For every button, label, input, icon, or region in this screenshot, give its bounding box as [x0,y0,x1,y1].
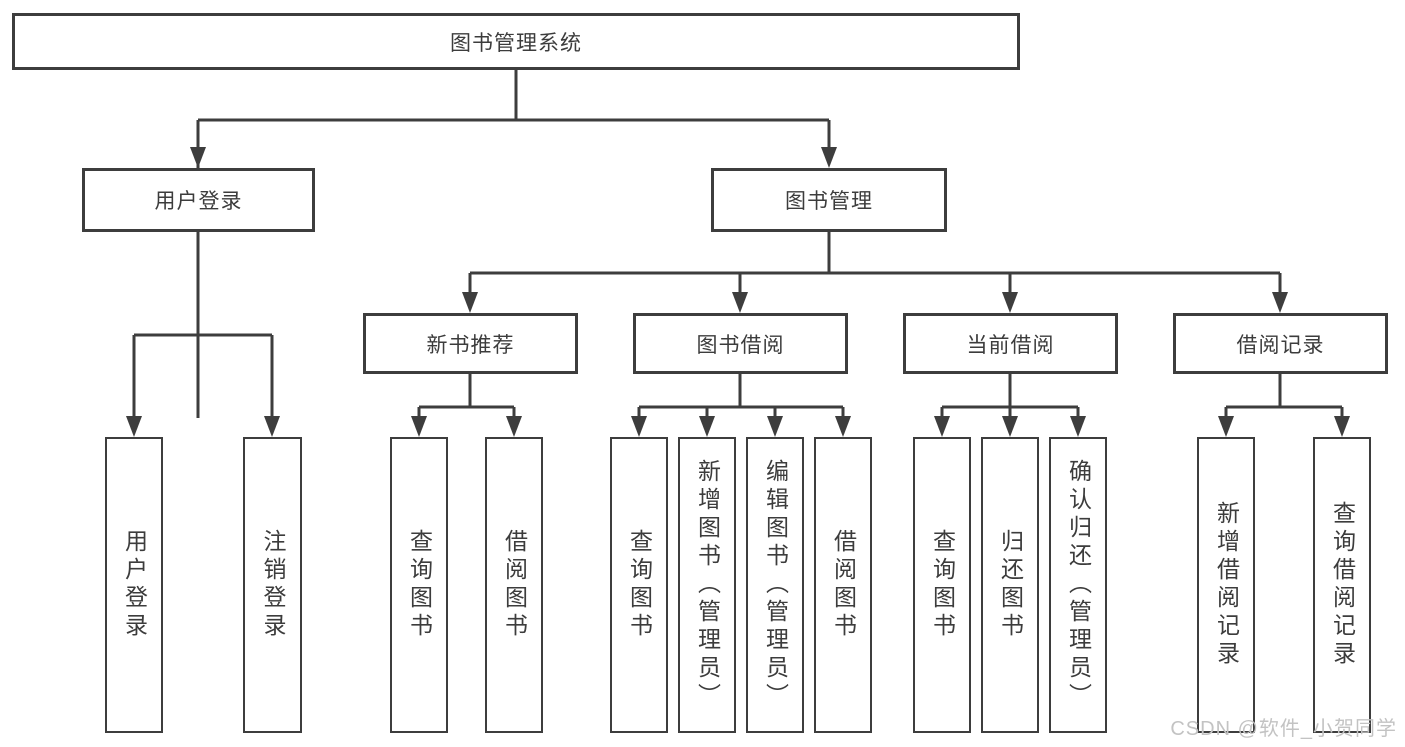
node-label: 借阅记录 [1236,333,1325,357]
node-label: 借阅图书 [501,529,528,641]
node-label: 编辑图书（管理员） [762,459,789,711]
node-label: 当前借阅 [966,333,1055,357]
node-label: 查询图书 [929,529,956,641]
leaf-add-borrow-record: 新增借阅记录 [1197,437,1255,733]
node-borrow-records: 借阅记录 [1173,313,1388,374]
leaf-query-borrow-record: 查询借阅记录 [1313,437,1371,733]
node-label: 查询图书 [406,529,433,641]
leaf-return-books: 归还图书 [981,437,1039,733]
leaf-add-books-admin: 新增图书（管理员） [678,437,736,733]
node-label: 注销登录 [260,529,286,641]
node-new-book-recommend: 新书推荐 [363,313,578,374]
leaf-edit-books-admin: 编辑图书（管理员） [746,437,804,733]
leaf-query-books-recommend: 查询图书 [390,437,448,733]
node-library-management-system: 图书管理系统 [12,13,1020,70]
node-label: 查询图书 [626,529,653,641]
node-book-borrowing: 图书借阅 [633,313,848,374]
node-book-management: 图书管理 [711,168,947,232]
leaf-user-login: 用户登录 [105,437,163,733]
node-label: 归还图书 [997,529,1024,641]
node-user-login: 用户登录 [82,168,315,232]
node-label: 新增借阅记录 [1213,501,1240,669]
node-label: 确认归还（管理员） [1065,459,1092,711]
leaf-query-books-borrowing: 查询图书 [610,437,668,733]
leaf-borrow-books-recommend: 借阅图书 [485,437,543,733]
node-label: 新增图书（管理员） [694,459,721,711]
node-label: 用户登录 [121,529,148,641]
node-label: 查询借阅记录 [1329,501,1356,669]
arrowhead-group [126,147,1350,437]
node-label: 图书管理 [785,190,873,213]
node-label: 借阅图书 [830,529,857,641]
leaf-query-books-current: 查询图书 [913,437,971,733]
node-label: 用户登录 [154,190,243,213]
leaf-confirm-return-admin: 确认归还（管理员） [1049,437,1107,733]
node-label: 图书管理系统 [450,31,582,55]
node-label: 图书借阅 [696,333,785,357]
leaf-borrow-books: 借阅图书 [814,437,872,733]
leaf-logout: 注销登录 [243,437,302,733]
node-label: 新书推荐 [426,333,515,357]
node-current-borrowing: 当前借阅 [903,313,1118,374]
csdn-watermark: CSDN @软件_小贺同学 [1170,718,1397,740]
